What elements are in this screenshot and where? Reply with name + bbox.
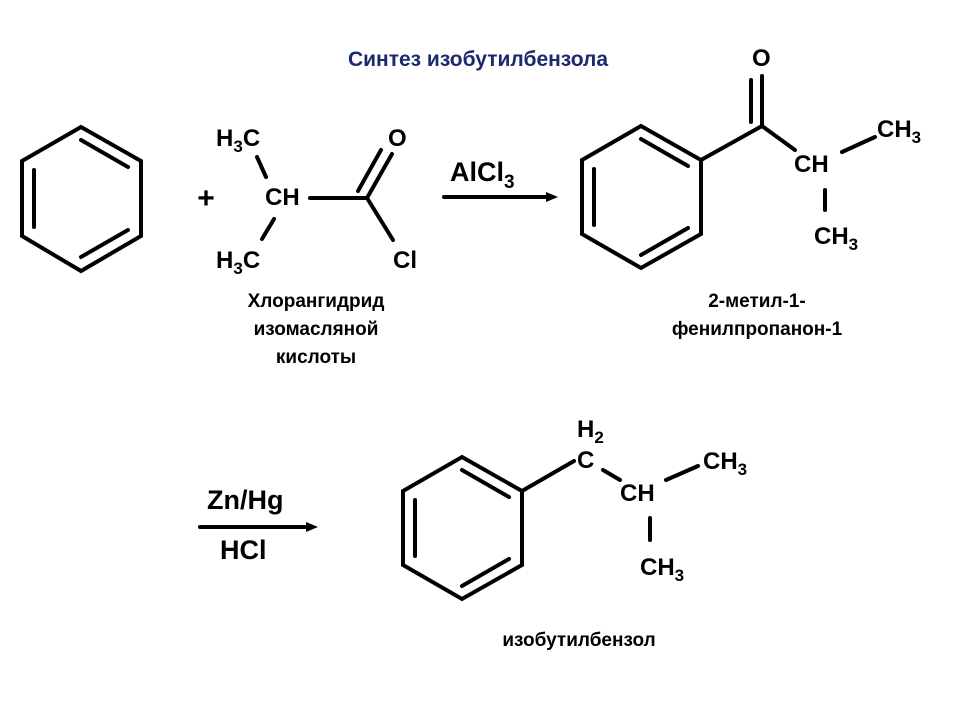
benzene-reactant xyxy=(20,124,143,274)
ketone-product: O CH CH3 CH3 xyxy=(580,45,921,271)
benzene-ring xyxy=(401,454,524,602)
isobutylbenzene-product: H2 C CH CH3 CH3 xyxy=(401,416,747,602)
slide-title: Синтез изобутилбензола xyxy=(348,48,608,71)
benzene-double-bond xyxy=(79,228,130,259)
methylene-h2-label: H2 xyxy=(577,416,604,447)
methyl-top-label: CH3 xyxy=(877,116,921,147)
benzene-double-bond xyxy=(639,137,690,168)
bond-carbonyl-double xyxy=(356,148,383,193)
bond-carbonyl-chlorine xyxy=(365,196,395,242)
bond-carbonyl-methine xyxy=(760,124,797,152)
benzene-double-bond xyxy=(79,138,130,169)
benzene-double-bond xyxy=(460,468,511,499)
product-caption: изобутилбензол xyxy=(502,630,655,651)
bond-methyl-bottom xyxy=(260,217,276,241)
methyl-bottom-label: H3C xyxy=(216,247,260,278)
bond-ring-carbonyl xyxy=(699,124,764,162)
methine-label: CH xyxy=(794,151,829,178)
carbonyl-oxygen-label: O xyxy=(752,45,771,72)
bond-methine-methyl-top xyxy=(840,135,877,154)
isobutyryl-chloride: H3C CH H3C O Cl xyxy=(216,125,417,278)
bond-methyl-top xyxy=(255,155,268,179)
benzene-double-bond xyxy=(460,557,511,588)
methyl-bottom-label: CH3 xyxy=(814,223,858,254)
benzene-ring xyxy=(580,123,703,271)
reagent-hcl-label: HCl xyxy=(220,535,267,565)
chlorine-label: Cl xyxy=(393,247,417,274)
methine-label: CH xyxy=(265,184,300,211)
benzene-ring xyxy=(20,124,143,274)
reagent-zn-hg-label: Zn/Hg xyxy=(207,485,283,515)
methyl-top-label: H3C xyxy=(216,125,260,156)
ketone-caption-line: фенилпропанон-1 xyxy=(672,319,843,340)
benzene-double-bond xyxy=(639,226,690,257)
plus-sign: + xyxy=(197,182,215,215)
methyl-top-label: CH3 xyxy=(703,448,747,479)
catalyst-label: AlCl3 xyxy=(450,157,515,193)
acyl-chloride-caption-line: изомасляной xyxy=(254,319,379,340)
methyl-bottom-label: CH3 xyxy=(640,554,684,585)
methine-label: CH xyxy=(620,480,655,507)
acyl-chloride-caption-line: кислоты xyxy=(276,347,356,368)
bond-ring-methylene xyxy=(520,459,576,493)
carbonyl-oxygen-label: O xyxy=(388,125,407,152)
bond-carbonyl-double xyxy=(365,152,394,200)
bond-methylene-methine xyxy=(601,468,622,482)
bond-methine-methyl-top xyxy=(664,464,700,482)
methylene-c-label: C xyxy=(577,447,594,474)
acyl-chloride-caption-line: Хлорангидрид xyxy=(248,291,385,312)
ketone-caption-line: 2-метил-1- xyxy=(708,291,806,312)
